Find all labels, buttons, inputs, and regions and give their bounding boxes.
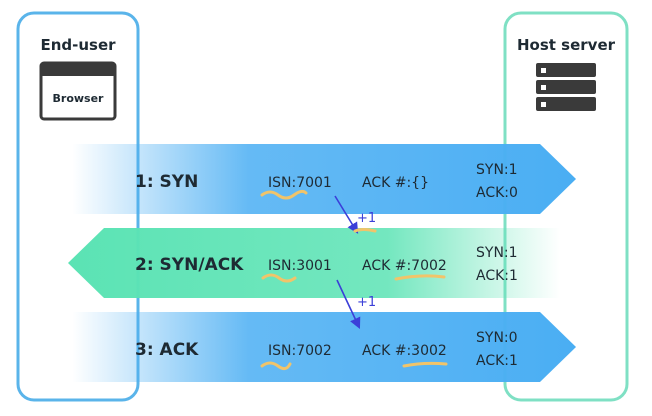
increment-label-2: +1 [357,295,376,310]
step-1-flag-ack: ACK:0 [476,185,518,201]
server-rack-icon [536,63,596,111]
highlight-marks [260,189,448,371]
highlight-step1-plus [353,228,377,233]
increment-arrow-1 [334,195,359,234]
step-1-arrow: 1: SYN ISN:7001 ACK #:{} SYN:1 ACK:0 [72,144,576,214]
step-2-flag-ack: ACK:1 [476,268,518,284]
step-1-flag-syn: SYN:1 [476,162,518,178]
browser-label: Browser [53,92,105,105]
step-3-ack: ACK #:3002 [362,343,447,359]
step-3-isn: ISN:7002 [268,343,332,359]
step-2-ack: ACK #:7002 [362,258,447,274]
increment-arrow-2 [336,279,361,330]
highlight-step2-isn [261,273,297,283]
step-1-ack: ACK #:{} [362,175,429,191]
step-2-label: 2: SYN/ACK [135,255,244,275]
highlight-step3-ack [402,361,448,368]
highlight-step2-ack [394,274,446,281]
step-2-flag-syn: SYN:1 [476,245,518,261]
highlight-step3-isn [260,361,292,371]
increment-label-1: +1 [357,211,376,226]
step-1-isn: ISN:7001 [268,175,332,191]
end-user-title: End-user [40,36,116,54]
step-3-label: 3: ACK [135,340,199,360]
step-3-arrow: 3: ACK ISN:7002 ACK #:3002 SYN:0 ACK:1 [72,312,576,382]
browser-window-icon: Browser [39,61,117,121]
step-3-flag-syn: SYN:0 [476,330,518,346]
host-server-title: Host server [517,36,616,54]
step-2-isn: ISN:3001 [268,258,332,274]
highlight-step1-isn [260,189,308,200]
step-2-arrow: 2: SYN/ACK ISN:3001 ACK #:7002 SYN:1 ACK… [68,228,560,298]
step-1-label: 1: SYN [135,172,198,192]
step-3-flag-ack: ACK:1 [476,353,518,369]
